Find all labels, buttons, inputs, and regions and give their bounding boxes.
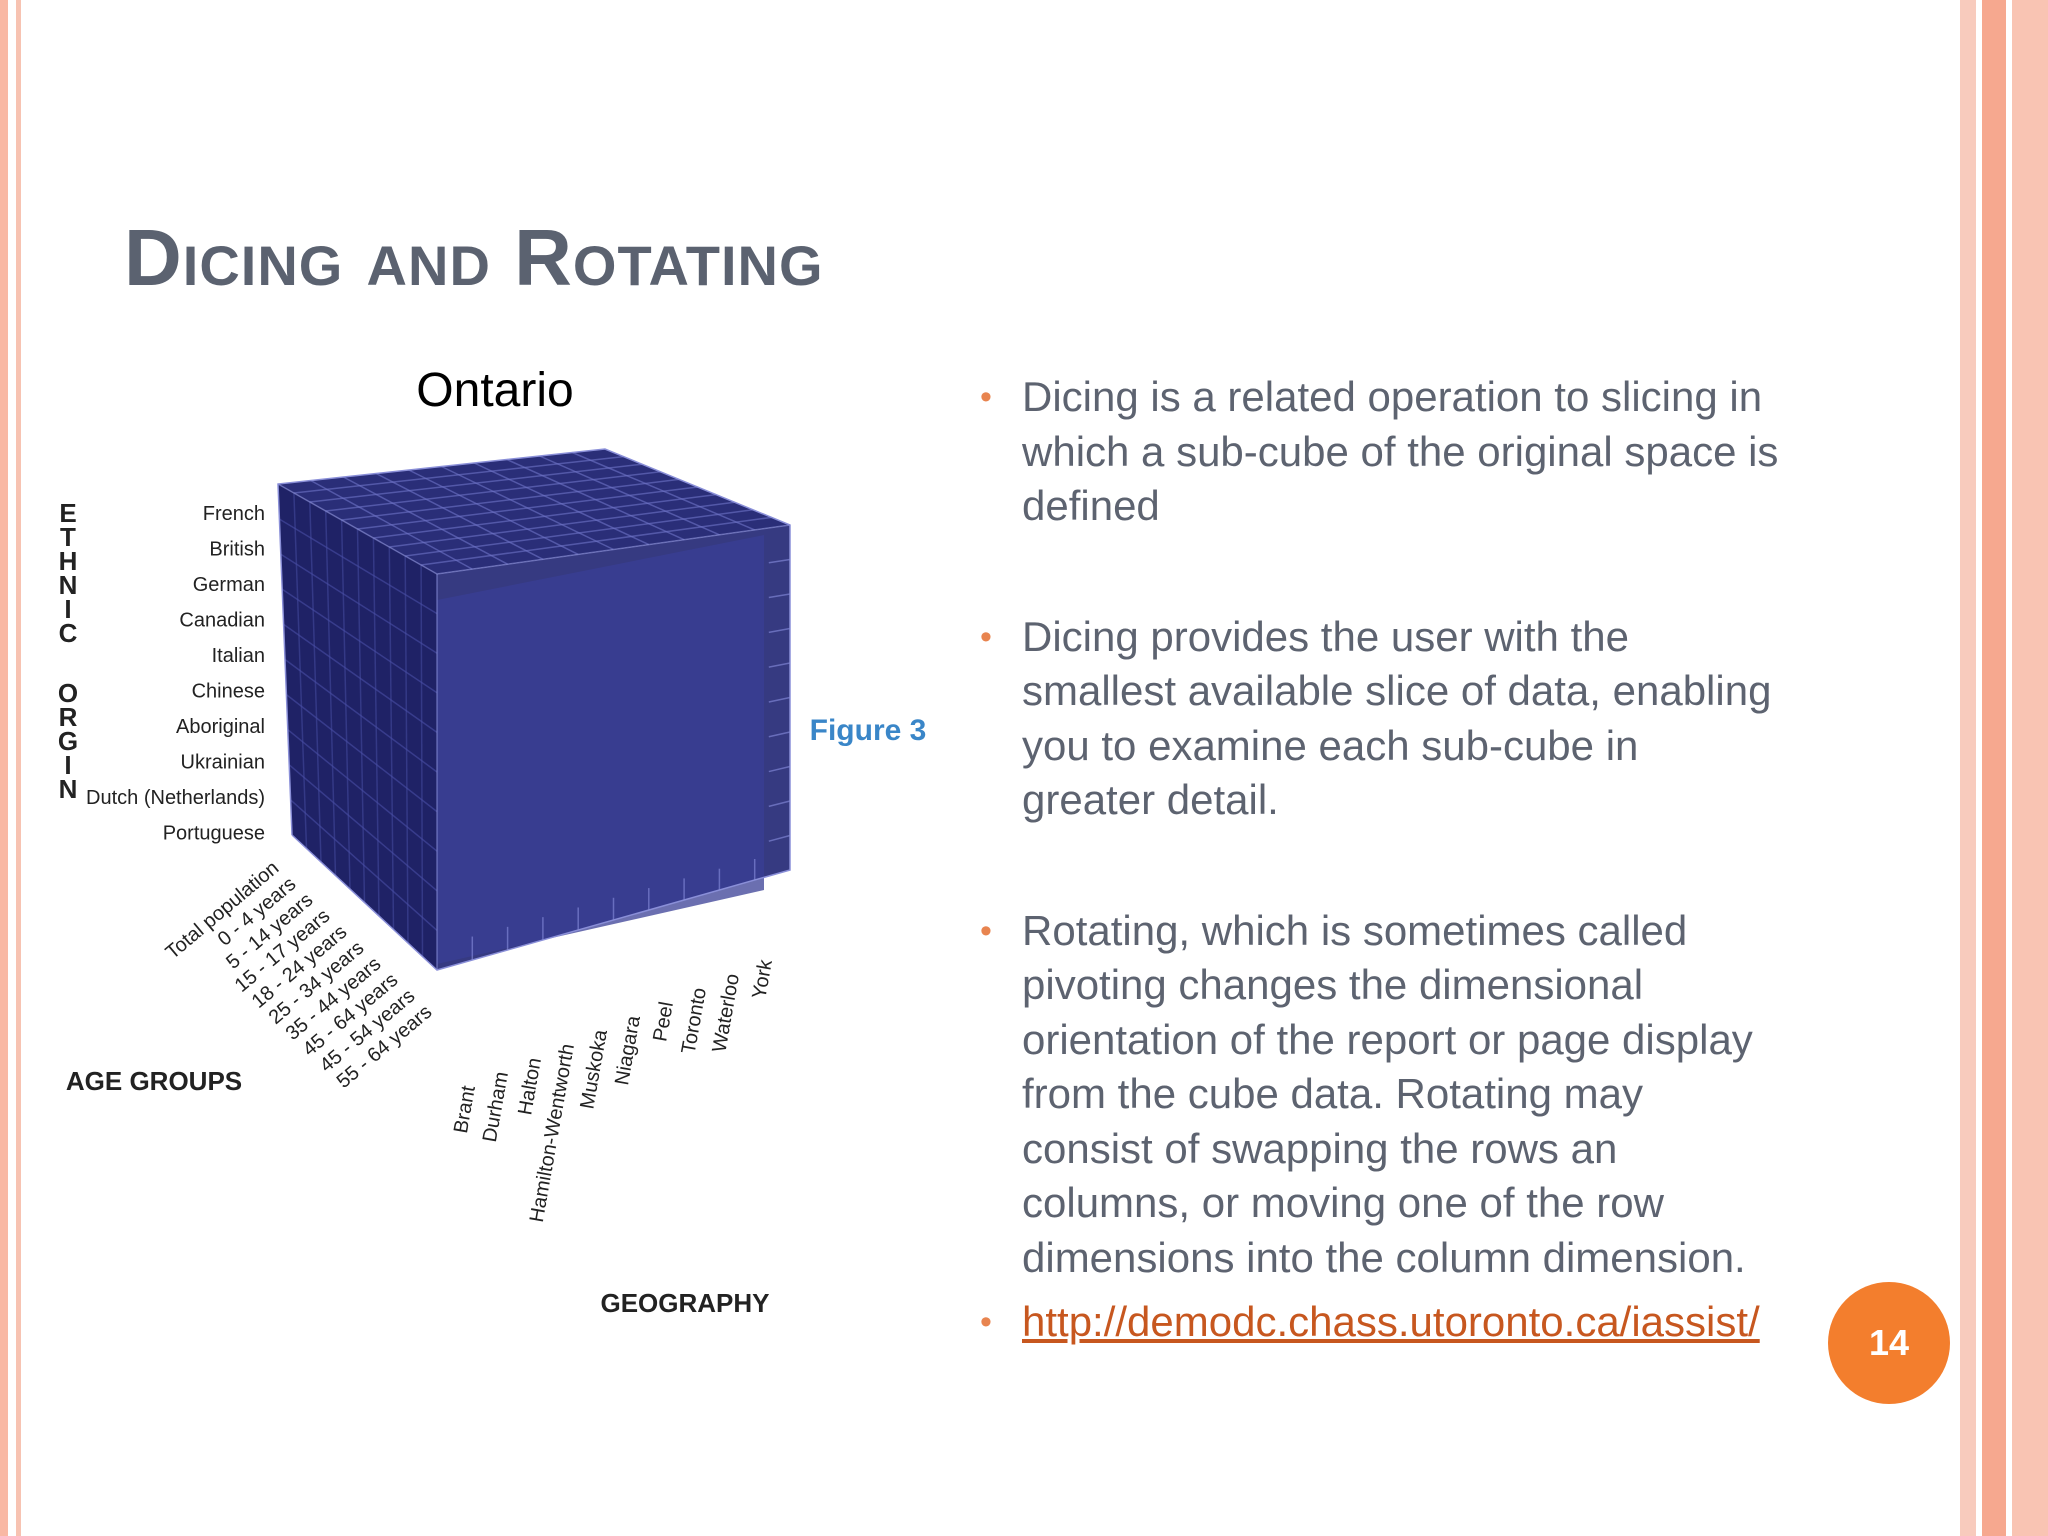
right-border-bar-1 [1960,0,1976,1536]
ethnic-label: French [203,503,265,525]
figure-heading: Ontario [416,364,573,417]
source-link[interactable]: http://demodc.chass.utoronto.ca/iassist/ [1022,1298,1760,1345]
ethnic-label: Portuguese [163,823,265,845]
ethnic-label: German [193,574,265,596]
ethnic-label: Aboriginal [176,716,265,738]
ethnic-label: Chinese [192,681,265,703]
geography-label: Peel [649,1000,678,1043]
geography-label: Toronto [678,986,711,1056]
ethnic-label: British [209,539,265,561]
geography-label: Halton [514,1056,546,1117]
bullet-dicing-benefit: Dicing provides the user with the smalle… [980,610,1780,828]
bullet-link: http://demodc.chass.utoronto.ca/iassist/ [980,1295,1780,1350]
geography-label: Durham [479,1070,513,1144]
geography-label: Waterloo [708,972,743,1054]
geo-axis-title: GEOGRAPHY [600,1288,769,1318]
cube-faces [278,449,790,970]
slide-title: Dicing and Rotating [124,212,824,304]
age-axis-title-text: AGE GROUPS [66,1066,242,1096]
page-number-badge: 14 [1828,1282,1950,1404]
right-border-bar-3 [2012,0,2048,1536]
ethnic-label: Italian [212,645,265,667]
right-border-bar-2 [1982,0,2006,1536]
geography-label: York [748,957,777,1000]
left-border-bar [0,0,8,1536]
left-border-bar-inner [16,0,21,1536]
bullet-rotating-definition: Rotating, which is sometimes called pivo… [980,904,1780,1286]
bullet-list: Dicing is a related operation to slicing… [980,370,1780,1350]
ethnic-label: Dutch (Netherlands) [86,787,265,809]
geography-label: Muskoka [576,1027,612,1110]
bullet-dicing-definition: Dicing is a related operation to slicing… [980,370,1780,534]
geography-label: Brant [450,1084,480,1135]
geography-label: Niagara [611,1013,645,1087]
ethnic-label: Ukrainian [181,752,265,774]
figure-caption: Figure 3 [810,714,927,747]
ethnic-label: Canadian [179,610,265,632]
cube-front-inner-panel [437,535,764,964]
